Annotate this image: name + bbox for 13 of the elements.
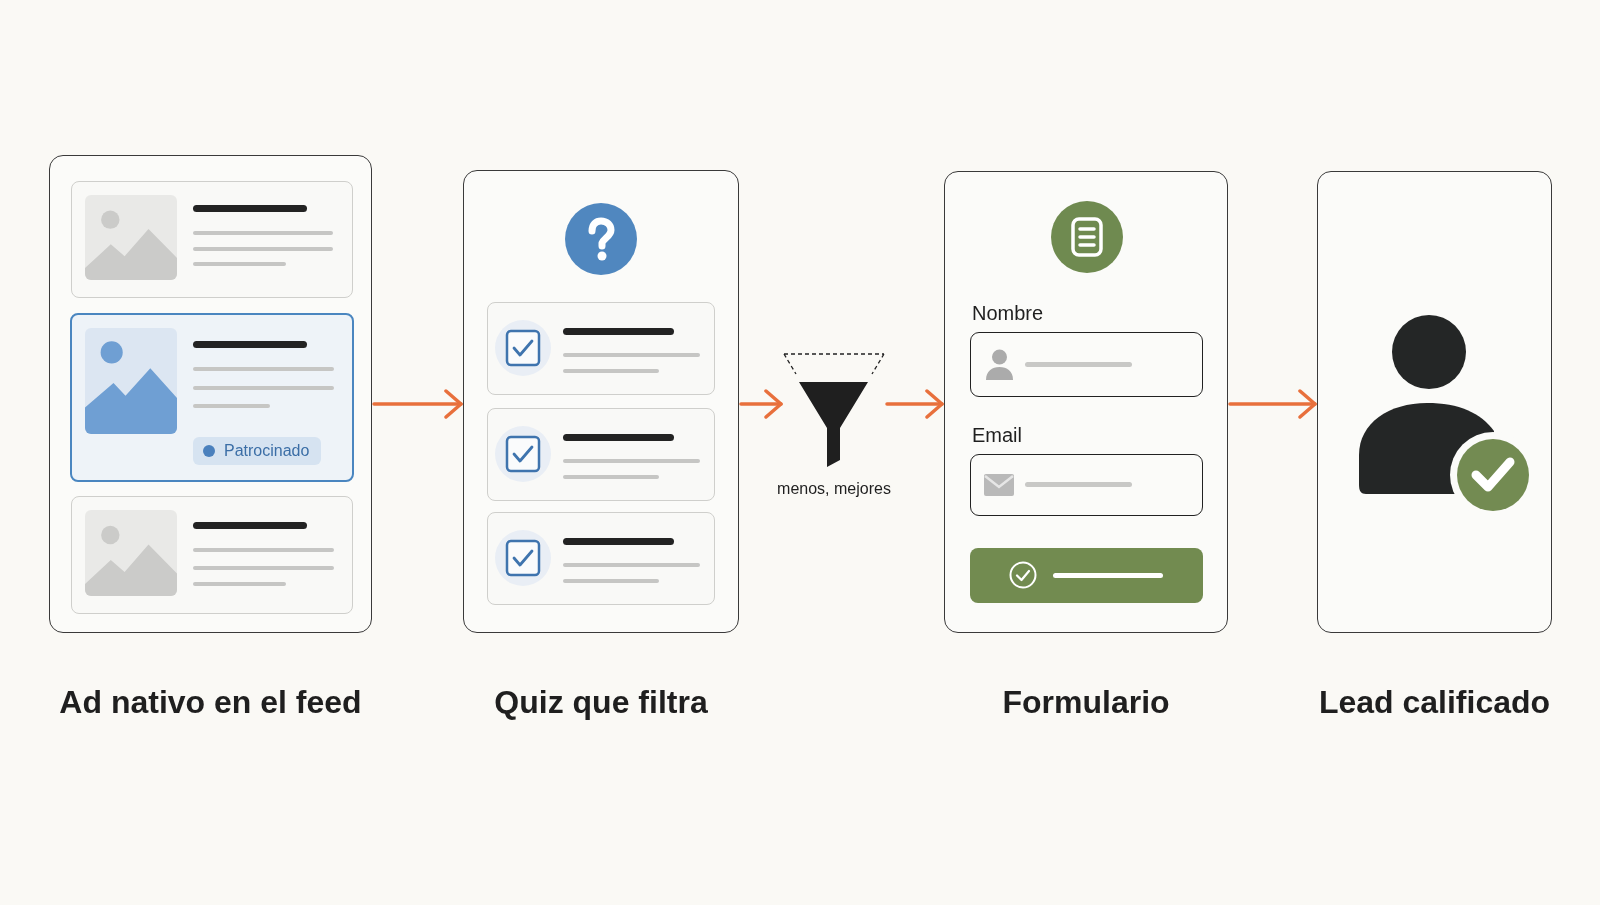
caption-text: menos, mejores bbox=[777, 479, 891, 499]
tag-label: Patrocinado bbox=[224, 441, 310, 461]
sponsored-tag bbox=[193, 437, 322, 465]
arrow bbox=[739, 389, 783, 419]
step-caption: Quiz que filtra bbox=[494, 683, 708, 722]
arrow bbox=[372, 389, 463, 419]
arrow bbox=[885, 389, 944, 419]
step-caption: Formulario bbox=[1002, 683, 1170, 722]
field-label: Nombre bbox=[972, 301, 1044, 325]
arrow bbox=[1228, 389, 1317, 419]
step-caption: Lead calificado bbox=[1318, 683, 1551, 722]
step-caption: Ad nativo en el feed bbox=[59, 683, 362, 722]
field-label: Email bbox=[972, 423, 1022, 447]
